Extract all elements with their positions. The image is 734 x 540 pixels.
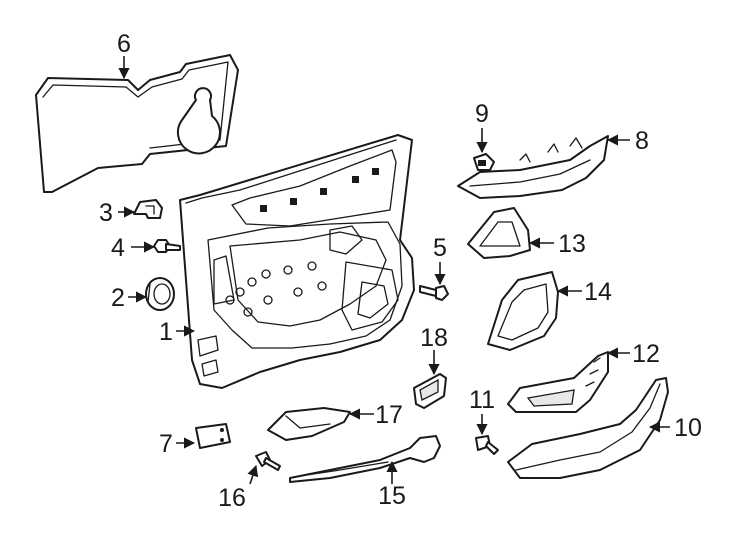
part-3-clip[interactable] [133, 199, 163, 219]
part-2-grommet[interactable] [145, 277, 175, 311]
part-10-armrest[interactable] [507, 377, 669, 479]
part-8-upper-trim[interactable] [457, 135, 609, 199]
part-1-door-trim-panel[interactable] [179, 134, 415, 389]
callout-11: 11 [469, 386, 495, 414]
callout-12: 12 [632, 340, 660, 368]
callout-18: 18 [420, 324, 448, 352]
callout-13: 13 [558, 230, 586, 258]
callout-10: 10 [674, 414, 702, 442]
part-16-screw[interactable] [255, 451, 281, 471]
part-5-screw[interactable] [419, 285, 449, 301]
part-17-pad[interactable] [267, 407, 351, 441]
leader-16 [247, 464, 259, 485]
part-15-trim-strip[interactable] [289, 435, 441, 483]
part-6-water-shield[interactable] [35, 54, 239, 193]
callout-14: 14 [584, 278, 612, 306]
callout-2: 2 [111, 284, 125, 312]
part-4-screw[interactable] [153, 239, 181, 253]
callout-6: 6 [117, 30, 131, 58]
callout-15: 15 [378, 482, 406, 510]
callout-5: 5 [433, 234, 447, 262]
callout-9: 9 [475, 100, 489, 128]
callout-4: 4 [111, 234, 125, 262]
part-12-bracket[interactable] [507, 351, 609, 413]
callout-17: 17 [375, 401, 403, 429]
callout-7: 7 [159, 430, 173, 458]
part-18-window-switch[interactable] [413, 373, 447, 409]
part-13-cover[interactable] [467, 207, 531, 259]
callout-3: 3 [99, 199, 113, 227]
part-14-cover[interactable] [487, 271, 559, 351]
part-11-screw[interactable] [475, 435, 499, 455]
callout-1: 1 [159, 318, 173, 346]
callout-16: 16 [218, 484, 246, 512]
callout-8: 8 [635, 127, 649, 155]
part-7-switch[interactable] [195, 423, 231, 449]
part-9-clip[interactable] [473, 153, 495, 171]
